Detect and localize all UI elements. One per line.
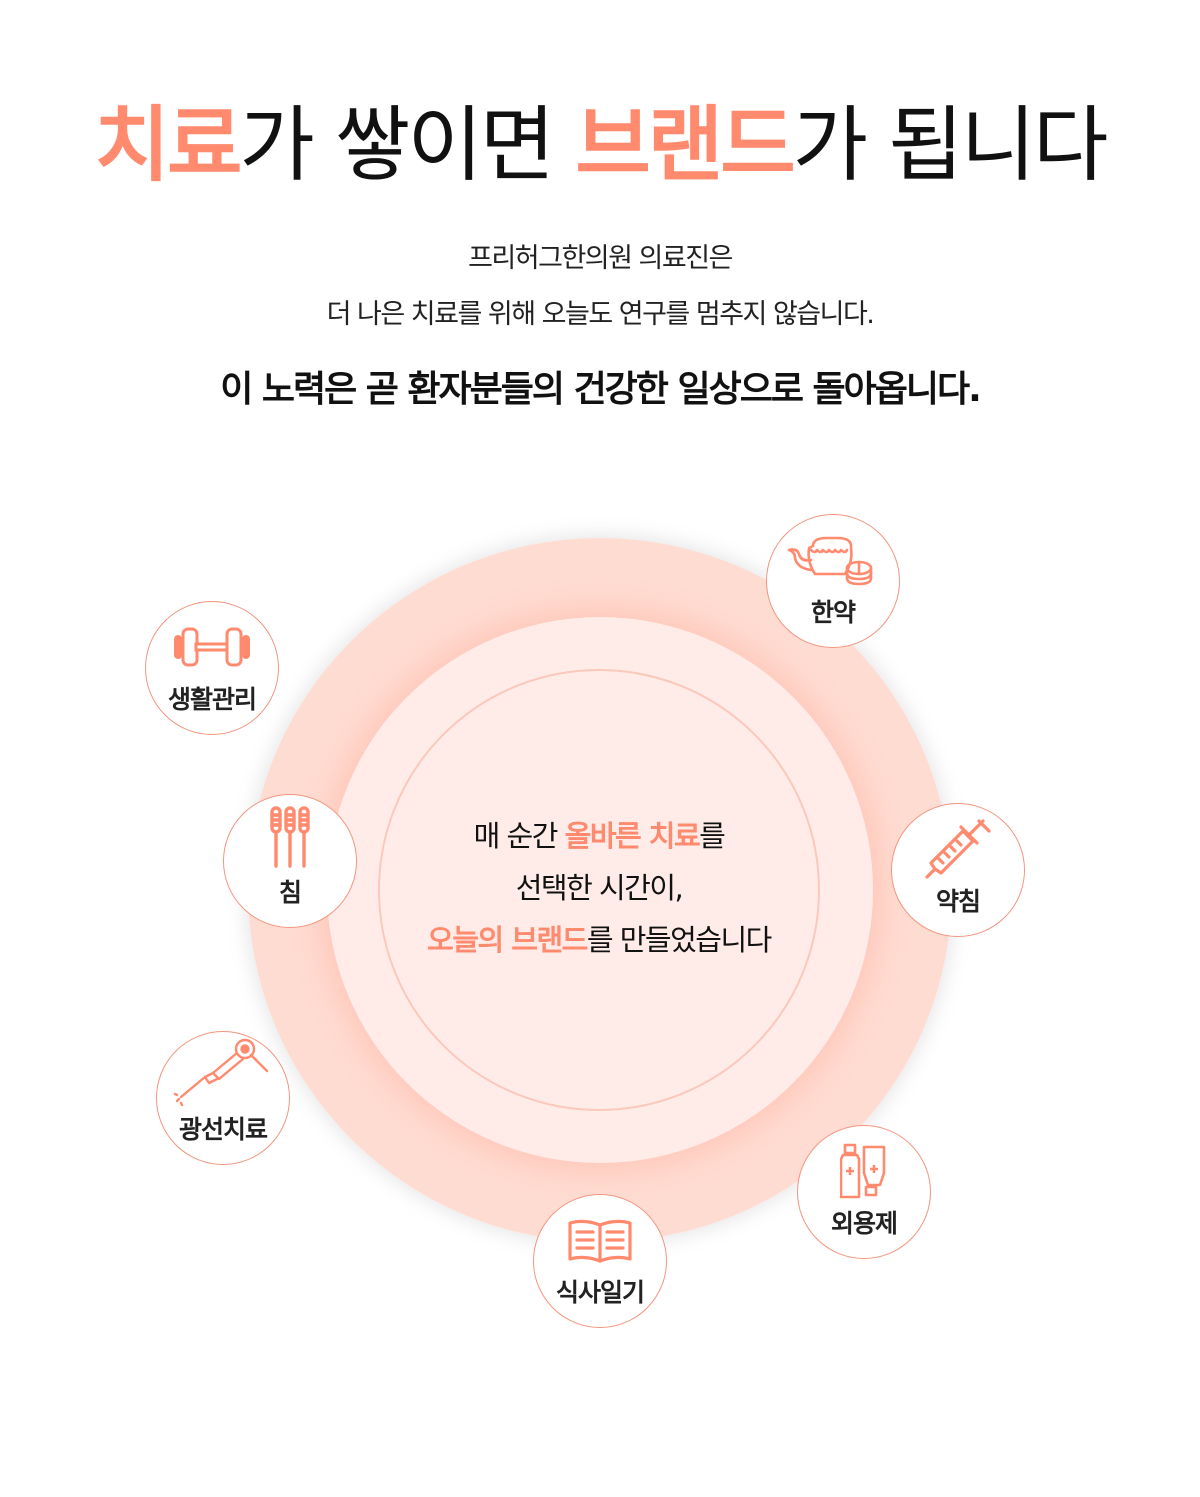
treatment-topical: 외용제 xyxy=(797,1125,931,1259)
treatment-lifestyle: 생활관리 xyxy=(145,601,279,735)
intro-line-1: 프리허그한의원 의료진은 xyxy=(468,243,733,274)
treatment-label: 약침 xyxy=(935,887,981,916)
treatment-pharmacopuncture: 약침 xyxy=(891,803,1025,937)
center-text: 매 순간 xyxy=(473,819,565,853)
dumbbell-icon xyxy=(146,618,278,676)
treatment-label: 식사일기 xyxy=(555,1278,645,1307)
intro-line-3: 이 노력은 곧 환자분들의 건강한 일상으로 돌아옵니다. xyxy=(220,369,982,410)
treatment-herbal-medicine: 한약 xyxy=(766,514,900,648)
center-text: 를 xyxy=(699,819,726,853)
center-text: 를 만들었습니다 xyxy=(586,923,772,957)
treatment-diet-diary: 식사일기 xyxy=(533,1194,667,1328)
center-text: 선택한 시간이, xyxy=(515,871,684,905)
teapot-icon xyxy=(767,531,899,589)
center-message: 매 순간 올바른 치료를 선택한 시간이, 오늘의 브랜드를 만들었습니다 xyxy=(378,810,820,966)
headline-text-end: 가 됩니다 xyxy=(792,98,1109,193)
treatment-light-therapy: 광선치료 xyxy=(156,1031,290,1165)
center-accent: 오늘의 브랜드 xyxy=(427,923,588,957)
headline-accent-brand: 브랜드 xyxy=(575,98,795,193)
book-icon xyxy=(534,1213,666,1271)
treatment-acupuncture: 침 xyxy=(223,794,357,928)
headline-accent-treatment: 치료 xyxy=(94,98,243,193)
syringe-icon xyxy=(892,819,1024,879)
center-accent: 올바른 치료 xyxy=(564,819,701,853)
laser-icon xyxy=(157,1036,289,1108)
treatment-label: 침 xyxy=(278,878,302,907)
ointment-tubes-icon xyxy=(798,1142,930,1200)
treatment-label: 외용제 xyxy=(830,1209,898,1238)
treatment-label: 광선치료 xyxy=(178,1115,268,1144)
needles-icon xyxy=(224,805,356,869)
headline-text: 가 쌓이면 xyxy=(239,98,576,193)
page-headline: 치료가 쌓이면 브랜드가 됩니다 xyxy=(0,96,1200,196)
intro-line-2: 더 나은 치료를 위해 오늘도 연구를 멈추지 않습니다. xyxy=(326,299,875,330)
inner-ring xyxy=(378,669,820,1111)
treatment-label: 한약 xyxy=(810,598,856,627)
treatment-label: 생활관리 xyxy=(167,685,257,714)
